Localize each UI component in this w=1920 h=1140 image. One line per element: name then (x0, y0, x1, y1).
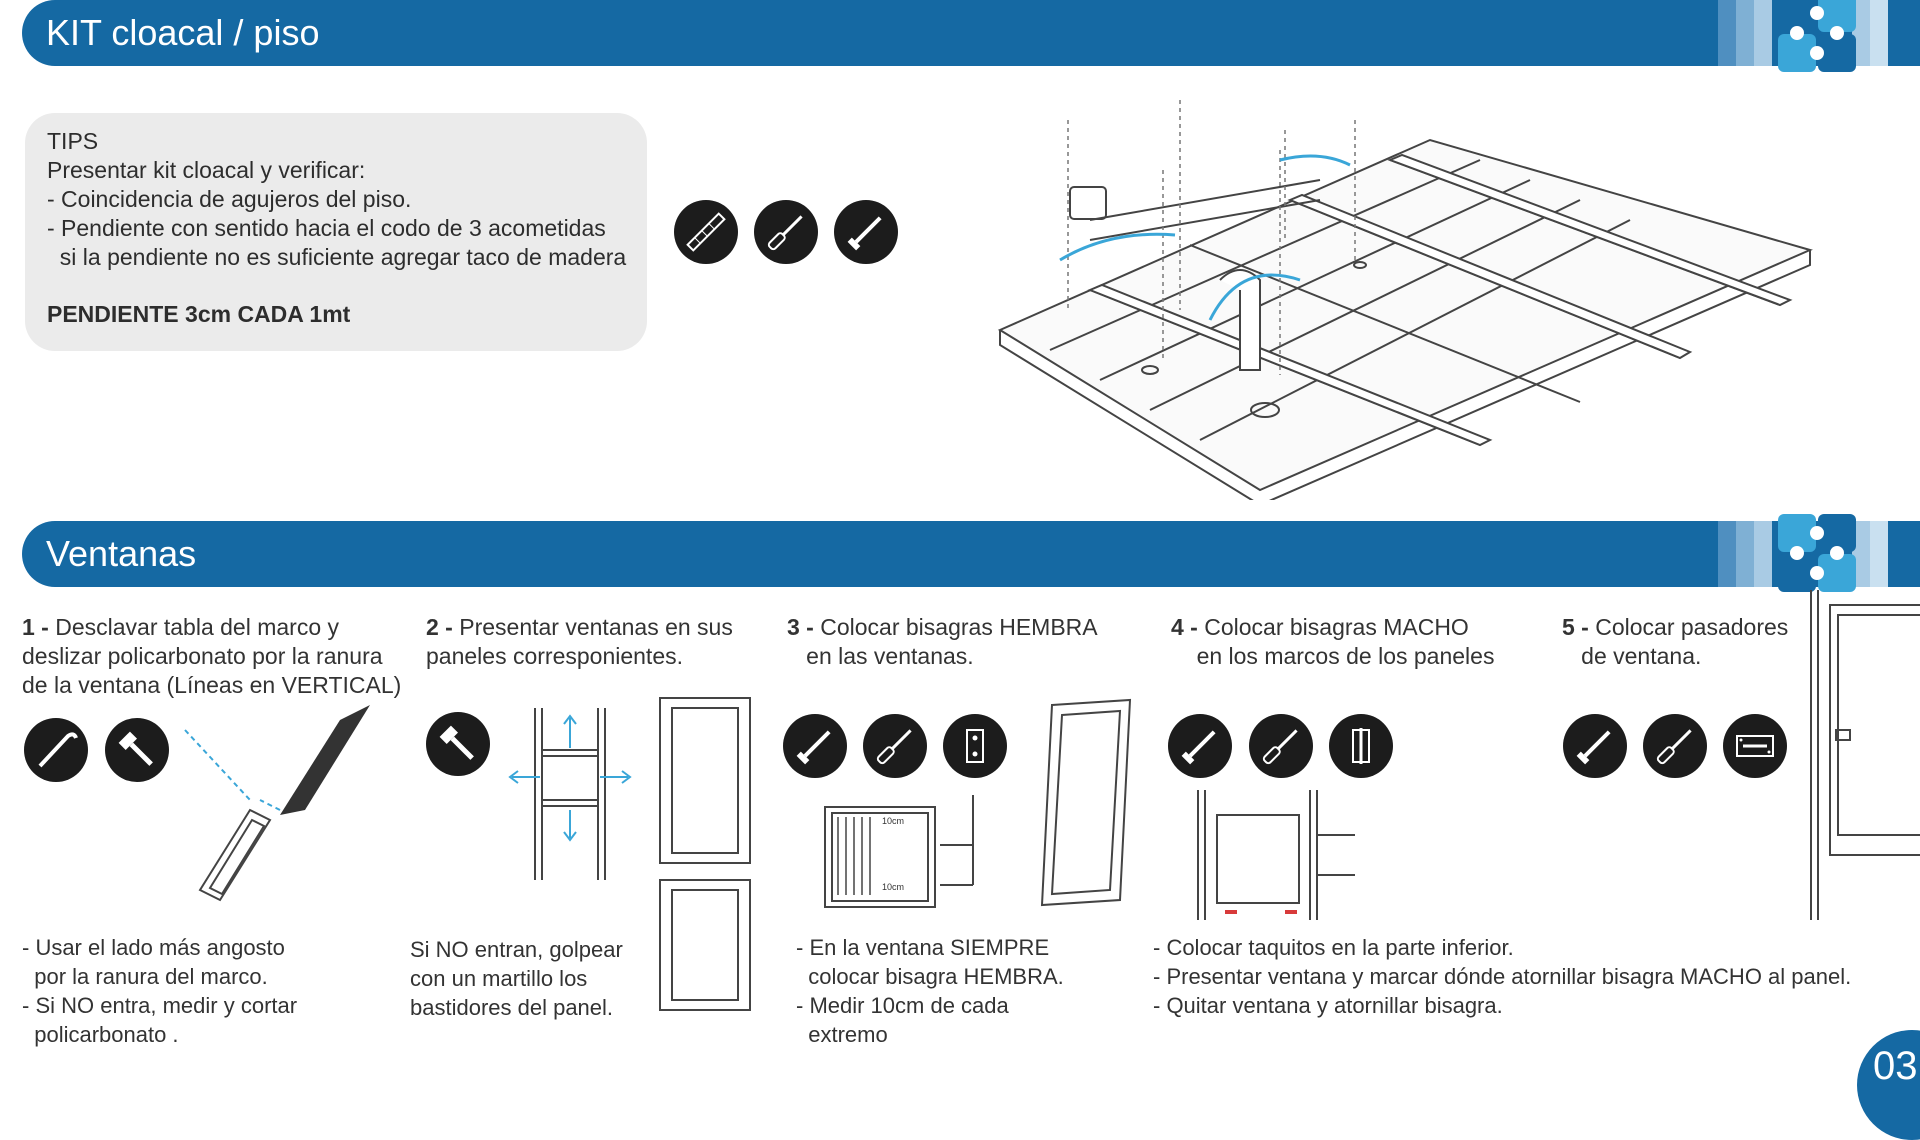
tips-heading: TIPS (47, 128, 99, 154)
crowbar-icon (24, 718, 88, 782)
screwdriver-icon (863, 714, 927, 778)
screw-icon (1168, 714, 1232, 778)
banner-stripe (1736, 0, 1754, 66)
step-1-text: 1 - Desclavar tabla del marco y deslizar… (22, 614, 402, 698)
measure-label-bottom: 10cm (882, 882, 904, 892)
banner-stripe (1718, 521, 1736, 587)
banner-stripe (1736, 521, 1754, 587)
male-hinge-panel-illustration (1197, 790, 1355, 920)
female-hinge-window-illustration: 10cm 10cm (824, 698, 1132, 908)
screw-icon (834, 200, 898, 264)
banner-stripe (1718, 0, 1736, 66)
floor-pipe-illustration (997, 100, 1813, 500)
page-number-badge: 03 (1857, 1030, 1920, 1140)
tips-line: Presentar kit cloacal y verificar: (47, 157, 366, 183)
banner-stripe (1754, 521, 1772, 587)
step-2-text: 2 - Presentar ventanas en sus paneles co… (426, 614, 733, 669)
window-latch-icon (1723, 714, 1787, 778)
page-number: 03 (1873, 1044, 1918, 1088)
step-5-text: 5 - Colocar pasadores de ventana. (1562, 614, 1789, 669)
puzzle-logo-icon (1778, 514, 1856, 592)
step-2-notes: Si NO entran, golpear con un martillo lo… (410, 937, 623, 1020)
hammer-icon (426, 712, 490, 776)
step-1-notes: - Usar el lado más angosto por la ranura… (22, 935, 298, 1047)
banner-stripe (1870, 0, 1888, 66)
window-latch-illustration (1810, 590, 1920, 920)
screwdriver-icon (754, 200, 818, 264)
step-4-notes: - Colocar taquitos en la parte inferior.… (1153, 935, 1852, 1018)
level-icon (674, 200, 738, 264)
banner-stripe (1754, 0, 1772, 66)
polycarbonate-insert-illustration (184, 705, 370, 902)
tips-box: TIPS Presentar kit cloacal y verificar: … (25, 113, 647, 351)
tips-emphasis: PENDIENTE 3cm CADA 1mt (47, 301, 351, 327)
banner-stripe (1852, 521, 1870, 587)
step-3-notes: - En la ventana SIEMPRE colocar bisagra … (796, 935, 1064, 1047)
section-title: Ventanas (46, 533, 197, 574)
screw-icon (1563, 714, 1627, 778)
tips-line: - Pendiente con sentido hacia el codo de… (47, 215, 606, 241)
hammer-icon (105, 718, 169, 782)
tips-line: - Coincidencia de agujeros del piso. (47, 186, 412, 212)
hinge-male-icon (1329, 714, 1393, 778)
step-4-text: 4 - Colocar bisagras MACHO en los marcos… (1171, 614, 1495, 669)
hinge-female-icon (943, 714, 1007, 778)
window-panel-fit-illustration (508, 697, 751, 1011)
step-3-text: 3 - Colocar bisagras HEMBRA en las venta… (787, 614, 1098, 669)
section-title: KIT cloacal / piso (46, 12, 320, 53)
section-banner-kit-cloacal: KIT cloacal / piso (22, 0, 1920, 66)
puzzle-logo-icon (1778, 0, 1856, 72)
banner-stripe (1852, 0, 1870, 66)
measure-label-top: 10cm (882, 816, 904, 826)
screwdriver-icon (1249, 714, 1313, 778)
section-banner-ventanas: Ventanas (22, 521, 1920, 587)
screw-icon (783, 714, 847, 778)
tips-line: si la pendiente no es suficiente agregar… (47, 244, 627, 270)
banner-stripe (1870, 521, 1888, 587)
screwdriver-icon (1643, 714, 1707, 778)
